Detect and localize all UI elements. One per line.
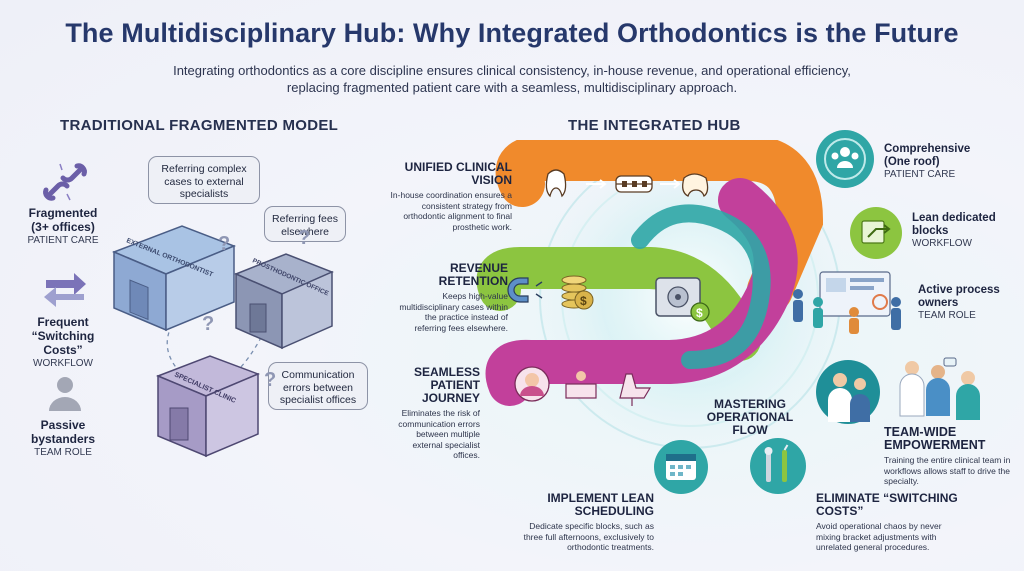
reception-desk-icon [565,371,597,399]
integrated-heading: THE INTEGRATED HUB [568,117,741,134]
tooth-icon [545,169,567,198]
left-item-title: Frequent “Switching Costs” [31,315,95,357]
left-item-sub: PATIENT CARE [27,235,99,246]
team-member [899,361,925,417]
revenue-title: REVENUE RETENTION [438,261,508,288]
mastering-operational-flow: MASTERING OPERATIONAL FLOW [706,397,794,437]
bubble-referring-cases: Referring complex cases to external spec… [148,156,260,204]
right-item-workflow: Lean dedicated blocks WORKFLOW [912,212,1022,249]
team-circle-icon [816,130,874,188]
unified-clinical-vision: UNIFIED CLINICAL VISION In-house coordin… [388,161,512,232]
teal-ribbon [631,204,771,369]
traditional-heading: TRADITIONAL FRAGMENTED MODEL [60,117,339,134]
lean-desc: Dedicate specific blocks, such as three … [523,521,654,552]
eliminate-switching-costs: ELIMINATE “SWITCHING COSTS” Avoid operat… [816,492,964,553]
left-item-title: Fragmented (3+ offices) [28,206,98,234]
arrow-right-icon [586,179,607,189]
revenue-retention: REVENUE RETENTION Keeps high-value multi… [392,262,508,333]
page-title: The Multidisciplinary Hub: Why Integrate… [65,18,959,48]
right-item-title: Active process owners [918,284,1000,309]
subtitle-line-2: replacing fragmented patient care with a… [286,80,738,95]
subtitle-line-1: Integrating orthodontics as a core disci… [173,63,851,78]
empower-desc: Training the entire clinical team in wor… [884,455,1011,486]
eliminate-desc: Avoid operational chaos by never mixing … [816,521,942,552]
right-item-patient-care: Comprehensive (One roof) PATIENT CARE [884,143,1014,180]
coin-dollar-sign: $ [580,294,587,308]
unified-desc: In-house coordination ensures a consiste… [390,190,512,232]
building-prosthodontic-office: PROSTHODONTIC OFFICE [234,253,334,350]
unified-title: UNIFIED CLINICAL VISION [404,160,512,187]
eliminate-title: ELIMINATE “SWITCHING COSTS” [816,491,958,518]
team-wide-empowerment: TEAM-WIDE EMPOWERMENT Training the entir… [884,426,1014,487]
right-item-title: Lean dedicated blocks [912,212,996,237]
calendar-icon [654,440,708,494]
team-member [926,365,950,416]
journey-title: SEAMLESS PATIENT JOURNEY [413,365,480,405]
vault-dollar-sign: $ [696,306,703,320]
right-item-title: Comprehensive (One roof) [884,143,971,168]
braces-teeth-icon [615,175,653,193]
team-process-icon [793,271,901,334]
empower-title: TEAM-WIDE EMPOWERMENT [884,425,986,452]
question-mark: ? [298,227,310,249]
lean-title: IMPLEMENT LEAN SCHEDULING [547,491,654,518]
journey-desc: Eliminates the risk of communication err… [398,408,480,460]
team-member [956,371,980,420]
left-item-title: Passive bystanders [30,418,96,446]
dental-chair-icon [619,373,652,406]
building-external-orthodontist: EXTERNAL ORTHODONTIST [111,225,237,332]
coin-stack-icon: $ [561,275,594,310]
team-member [828,373,852,422]
bubble-communication: Communication errors between specialist … [268,362,368,410]
switch-arrows-icon [44,273,86,307]
implement-lean-scheduling: IMPLEMENT LEAN SCHEDULING Dedicate speci… [512,492,654,553]
question-mark: ? [264,369,276,391]
broken-link-icon [43,163,87,201]
crown-icon [682,173,709,198]
flow-arrow-icon [850,207,902,259]
left-item-sub: TEAM ROLE [34,447,92,458]
bubble-referring-fees: Referring fees elsewhere [264,206,346,242]
seamless-patient-journey: SEAMLESS PATIENT JOURNEY Eliminates the … [384,366,480,461]
question-mark: ? [218,233,230,255]
left-item-workflow: Frequent “Switching Costs” WORKFLOW [12,315,114,369]
right-item-sub: PATIENT CARE [884,169,956,180]
left-item-sub: WORKFLOW [33,358,93,369]
page-subtitle: Integrating orthodontics as a core disci… [130,62,894,96]
right-item-team-role: Active process owners TEAM ROLE [918,284,1020,321]
left-item-patient-care: Fragmented (3+ offices) PATIENT CARE [12,206,114,246]
magnet-icon [507,277,543,303]
clinical-team-illustration [816,357,980,424]
person-icon [49,377,81,411]
arrow-right-icon [660,179,681,189]
right-item-sub: WORKFLOW [912,238,972,249]
revenue-desc: Keeps high-value multidisciplinary cases… [399,291,508,333]
patient-avatar-icon [514,366,550,402]
building-specialist-clinic: SPECIALIST CLINIC [155,355,261,458]
left-item-team-role: Passive bystanders TEAM ROLE [12,418,114,458]
dental-tools-icon [750,438,806,494]
safe-vault-icon: $ [655,277,710,322]
right-item-sub: TEAM ROLE [918,310,976,321]
orange-ribbon [495,140,824,313]
fragmented-buildings-diagram: EXTERNAL ORTHODONTIST PROSTHODONTIC OFFI… [111,225,334,458]
team-member [850,378,870,422]
question-mark: ? [202,313,214,335]
green-ribbon [476,247,761,361]
